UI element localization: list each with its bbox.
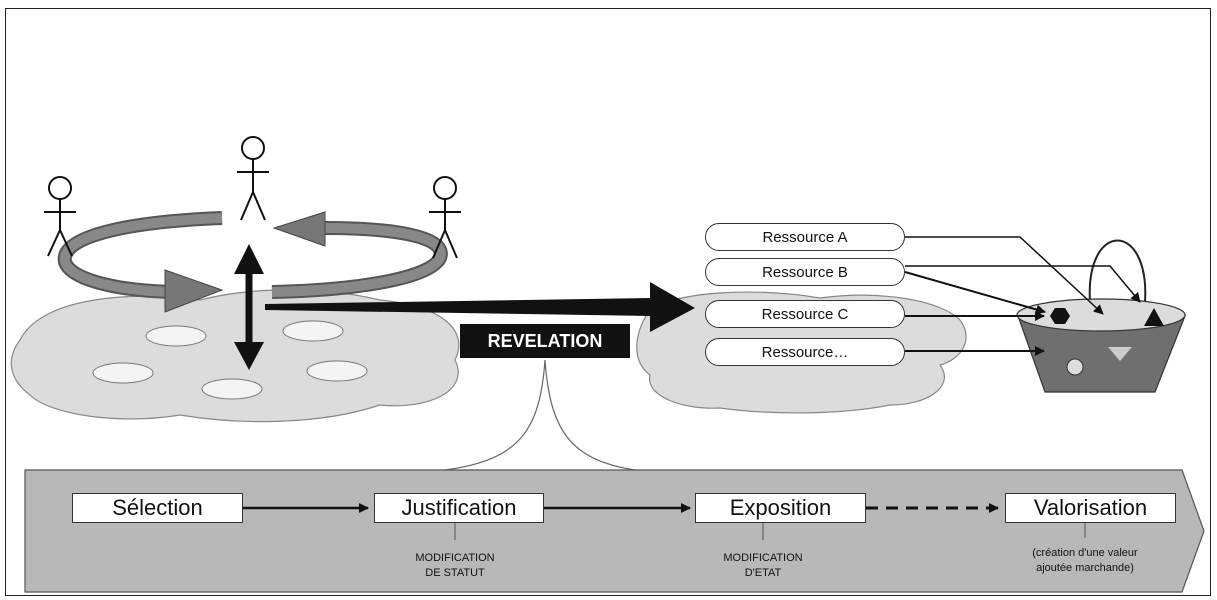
resource-b: Ressource B [705, 258, 905, 286]
resource-c: Ressource C [705, 300, 905, 328]
left-pool [10, 289, 460, 423]
revelation-brace [444, 359, 636, 471]
hexagon-icon [1050, 308, 1070, 324]
justification-note-line: MODIFICATION [415, 552, 495, 564]
resource-b-connector [904, 271, 1046, 315]
revelation-arrow [265, 282, 695, 332]
pool-hole [145, 325, 207, 347]
inverted-triangle-icon [1108, 347, 1132, 361]
valorisation-note-line: ajoutée marchande) [1036, 562, 1134, 574]
pool-hole [201, 378, 263, 400]
person-icon [429, 176, 461, 259]
rotation-arrowhead [164, 269, 224, 313]
person-icon [44, 176, 76, 257]
pool-hole [306, 360, 368, 382]
justification-note-line: DE STATUT [425, 567, 485, 579]
process-band [24, 469, 1205, 593]
person-icon [237, 136, 269, 221]
resource-etc: Ressource… [705, 338, 905, 366]
stage-valorisation: Valorisation [1005, 493, 1176, 523]
vertical-arrowhead-down [234, 342, 264, 370]
resource-a-connector [905, 236, 1104, 315]
exposition-note-line: D'ETAT [744, 567, 782, 579]
pool-hole [92, 362, 154, 384]
triangle-icon [1144, 308, 1164, 326]
rotation-arrowhead [272, 211, 326, 247]
exposition-note-line: MODIFICATION [723, 552, 803, 564]
stage-justification: Justification [374, 493, 544, 523]
rotation-arrow-icon [59, 213, 223, 297]
stage-selection: Sélection [72, 493, 243, 523]
vertical-arrowhead-up [234, 244, 264, 274]
basket-handle [1088, 239, 1147, 303]
valorisation-note: (création d'une valeur ajoutée marchande… [1005, 546, 1165, 576]
stage-exposition: Exposition [695, 493, 866, 523]
justification-note: MODIFICATION DE STATUT [385, 551, 525, 581]
resource-a: Ressource A [705, 223, 905, 251]
resource-b-line [905, 265, 1141, 303]
exposition-note: MODIFICATION D'ETAT [693, 551, 833, 581]
valorisation-note-line: (création d'une valeur [1032, 547, 1138, 559]
revelation-label: REVELATION [460, 324, 630, 358]
pool-hole [282, 320, 344, 342]
circle-icon [1066, 358, 1084, 376]
rotation-arrow-icon [271, 223, 446, 297]
